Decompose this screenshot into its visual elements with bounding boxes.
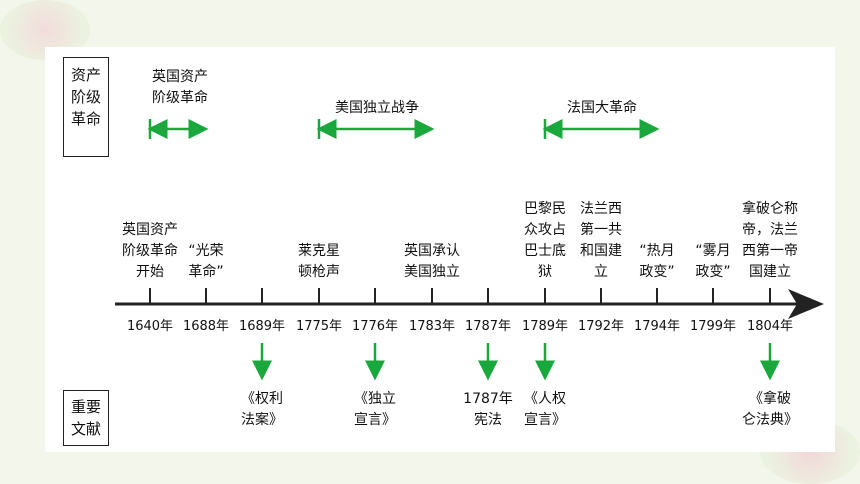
year-label: 1783年: [408, 319, 456, 334]
span-label-english-revolution: 英国资产 阶级革命: [152, 69, 208, 106]
span-label-american-war: 美国独立战争: [335, 100, 419, 116]
year-label: 1794年: [633, 319, 681, 334]
document-arrows: [252, 343, 780, 381]
year-label: 1640年: [126, 319, 174, 334]
event-label: 莱克星 顿枪声: [298, 243, 340, 280]
year-label: 1792年: [577, 319, 625, 334]
document-label: 《权利 法案》: [241, 391, 283, 428]
event-label: “热月 政变”: [639, 243, 675, 280]
timeline-card: [45, 47, 835, 452]
year-label: 1799年: [689, 319, 737, 334]
year-label: 1776年: [351, 319, 399, 334]
event-label: “光荣 革命”: [188, 243, 224, 280]
document-label: 《人权 宣言》: [524, 391, 566, 428]
year-label: 1688年: [182, 319, 230, 334]
year-label: 1789年: [521, 319, 569, 334]
event-label: “雾月 政变”: [695, 243, 731, 280]
year-label: 1775年: [295, 319, 343, 334]
document-label: 1787年 宪法: [463, 391, 513, 428]
timeline-ticks: [149, 288, 771, 304]
span-arrow-french: [542, 119, 660, 139]
event-label: 英国承认 美国独立: [404, 243, 460, 280]
event-label: 巴黎民 众攻占 巴士底 狱: [524, 201, 566, 280]
span-arrow-american: [316, 119, 435, 139]
event-label: 英国资产 阶级革命 开始: [122, 222, 178, 280]
document-label: 《拿破 仑法典》: [742, 391, 798, 428]
document-label: 《独立 宣言》: [354, 391, 396, 428]
span-arrow-english: [147, 119, 209, 139]
revolution-side-label: 资产 阶级 革命: [63, 57, 109, 157]
year-label: 1804年: [746, 319, 794, 334]
event-label: 拿破仑称 帝，法兰 西第一帝 国建立: [742, 201, 798, 280]
event-label: 法兰西 第一共 和国建 立: [580, 201, 622, 280]
year-label: 1787年: [464, 319, 512, 334]
span-label-french-revolution: 法国大革命: [567, 100, 637, 116]
documents-side-label: 重要 文献: [63, 390, 109, 446]
year-label: 1689年: [238, 319, 286, 334]
